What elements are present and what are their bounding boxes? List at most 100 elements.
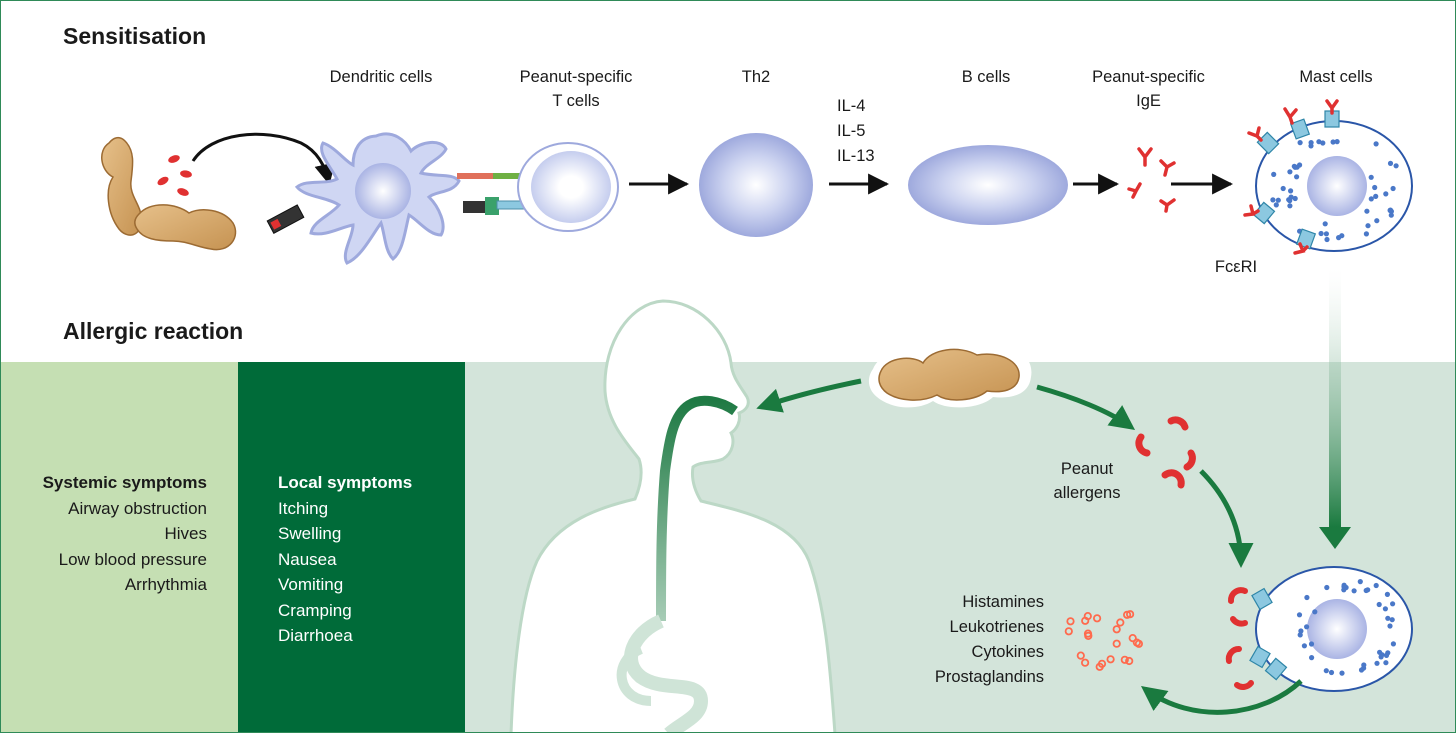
granule-dot — [1288, 194, 1294, 200]
granule-dot — [1357, 579, 1363, 585]
granule-dot — [1324, 584, 1330, 591]
granule-dot — [1361, 665, 1367, 671]
granule-dot — [1368, 196, 1374, 202]
granule-dot — [1388, 212, 1394, 218]
local-symptom-item: Nausea — [278, 549, 337, 569]
t-cell — [517, 142, 619, 232]
granule-dot — [1351, 588, 1357, 594]
granule-dot — [1339, 670, 1345, 676]
granule-dot — [1304, 624, 1310, 630]
label-fceri: FcεRI — [1214, 258, 1258, 276]
cytokine-il4: IL-4 — [837, 97, 866, 115]
granule-dot — [1383, 660, 1389, 666]
granule-dot — [1273, 202, 1279, 208]
mediator-dot — [1064, 627, 1073, 636]
uptake-arrow — [191, 132, 336, 186]
granule-dot — [1364, 208, 1370, 214]
mast-cell-top — [1243, 99, 1413, 255]
mast-cell-bottom — [1225, 566, 1413, 692]
heading-allergic-reaction: Allergic reaction — [63, 318, 244, 344]
granule-dot — [1298, 628, 1304, 634]
local-symptom-item: Diarrhoea — [278, 626, 353, 645]
local-symptom-item: Cramping — [278, 600, 352, 620]
granule-dot — [1378, 654, 1384, 660]
label-peanut-specific-t-cells: Peanut-specific T cells — [519, 68, 633, 110]
mediator-granules — [1064, 610, 1144, 671]
granule-dot — [1328, 669, 1335, 676]
granule-dot — [1368, 174, 1374, 180]
granule-dot — [1387, 207, 1394, 213]
granule-dot — [1294, 174, 1300, 180]
mediator-dot — [1120, 655, 1129, 664]
granule-dot — [1339, 233, 1345, 239]
granule-dot — [1334, 139, 1340, 145]
systemic-symptoms-panel: Systemic symptoms Airway obstruction Hiv… — [11, 470, 207, 598]
granule-dot — [1291, 163, 1297, 169]
granule-dot — [1365, 223, 1371, 229]
granule-dot — [1288, 188, 1294, 194]
mediator-dot — [1112, 625, 1121, 634]
granule-dot — [1373, 582, 1379, 589]
arrow-to-allergens — [1036, 384, 1136, 430]
granule-dot — [1374, 660, 1380, 666]
systemic-panel-bg — [1, 362, 238, 732]
mediator-dot — [1083, 629, 1093, 638]
granule-dot — [1363, 231, 1369, 237]
granule-dot — [1301, 643, 1307, 649]
granule-dot — [1330, 139, 1336, 145]
cytokine-il5: IL-5 — [837, 122, 866, 140]
mediator-dot — [1083, 611, 1092, 621]
granule-dot — [1292, 195, 1298, 202]
mediator-dot — [1106, 655, 1115, 664]
mediator-dot — [1112, 639, 1121, 648]
systemic-symptom-item: Low blood pressure — [58, 549, 207, 569]
mediator-leukotrienes: Leukotrienes — [949, 618, 1044, 636]
mediator-dot — [1126, 610, 1135, 619]
mediator-cytokines: Cytokines — [971, 643, 1044, 661]
granule-dot — [1287, 203, 1293, 209]
systemic-symptom-item: Airway obstruction — [68, 498, 207, 518]
granule-dot — [1287, 169, 1293, 175]
human-silhouette-icon — [509, 299, 837, 732]
local-symptoms-title: Local symptoms — [278, 473, 413, 492]
granule-dot — [1320, 140, 1326, 146]
arrow-to-mouth — [756, 378, 862, 413]
systemic-symptom-item: Hives — [164, 524, 207, 543]
granule-dot — [1316, 139, 1322, 145]
granule-dot — [1275, 197, 1281, 203]
mediator-dot — [1093, 614, 1102, 623]
mediator-dot — [1081, 658, 1090, 667]
granule-dot — [1312, 609, 1318, 615]
arrow-release-mediators — [1140, 679, 1303, 715]
local-symptom-item: Vomiting — [278, 575, 344, 594]
label-mast-cells: Mast cells — [1299, 68, 1373, 86]
label-peanut-specific-ige: Peanut-specific IgE — [1092, 68, 1205, 110]
cytokine-list: IL-4 IL-5 IL-13 — [837, 94, 875, 169]
granule-dot — [1297, 632, 1303, 638]
mediator-dot — [1066, 617, 1075, 626]
mediator-dot — [1132, 638, 1142, 647]
granule-dot — [1372, 184, 1378, 191]
granule-dot — [1324, 236, 1330, 243]
mediator-dot — [1116, 618, 1125, 627]
label-th2: Th2 — [741, 68, 771, 86]
label-peanut-allergens: Peanut allergens — [1053, 460, 1121, 502]
granule-dot — [1387, 160, 1394, 166]
local-panel-bg — [238, 362, 465, 732]
granule-dot — [1323, 231, 1329, 237]
mhc-receptor-icon — [266, 204, 305, 234]
mediator-dot — [1095, 662, 1104, 671]
granule-dot — [1270, 197, 1276, 203]
granule-dot — [1308, 140, 1314, 146]
granule-dot — [1304, 594, 1310, 601]
peanut-icon — [101, 136, 237, 251]
granule-dot — [1373, 193, 1379, 199]
mediator-prostaglandins: Prostaglandins — [934, 668, 1044, 686]
granule-dot — [1390, 185, 1396, 192]
dendritic-cell — [294, 132, 461, 265]
arrow-to-mast-bottom — [1199, 469, 1254, 568]
allergen-fragments — [157, 155, 192, 196]
th2-cell — [699, 133, 813, 237]
mast-link-arrow — [1329, 269, 1341, 527]
